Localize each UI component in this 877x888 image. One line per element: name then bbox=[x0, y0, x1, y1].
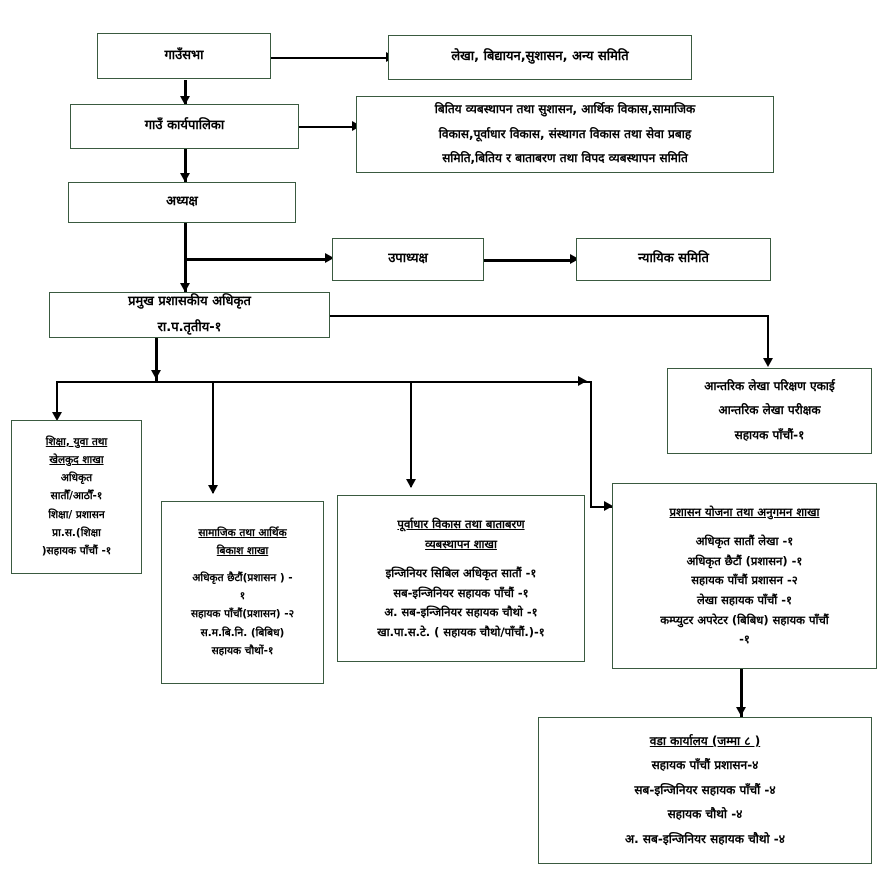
node-internal-audit-line-2: सहायक पाँचौं-१ bbox=[734, 427, 805, 442]
node-ward-office-line-2: सहायक चौथो -४ bbox=[667, 807, 743, 822]
node-nyayik-samiti-line-0: न्यायिक समिति bbox=[638, 251, 709, 267]
node-cao-line-0: प्रमुख प्रशासकीय अधिकृत bbox=[128, 293, 251, 309]
node-education-branch-heading-0: शिक्षा, युवा तथा bbox=[45, 435, 108, 448]
node-cao[interactable]: प्रमुख प्रशासकीय अधिकृत रा.प.तृतीय-१ bbox=[49, 292, 330, 338]
node-committees-main-line-1: विकास,पूर्वाधार विकास, संस्थागत विकास तथ… bbox=[438, 126, 692, 141]
connector-cao-to-bus bbox=[155, 337, 158, 381]
connector-cao-to-internal-audit bbox=[329, 315, 769, 317]
node-nyayik-samiti[interactable]: न्यायिक समिति bbox=[576, 238, 771, 281]
arrowhead-bus-to-education bbox=[52, 412, 62, 421]
node-infrastructure-branch-heading-0: पूर्वाधार विकास तथा बाताबरण bbox=[397, 517, 525, 532]
node-infrastructure-branch-line-3: खा.पा.स.टे. ( सहायक चौथो/पाँचौं.)-१ bbox=[377, 625, 545, 640]
node-adhyaksha[interactable]: अध्यक्ष bbox=[68, 182, 296, 223]
connector-bus-to-admin bbox=[590, 506, 612, 508]
node-cao-line-1: रा.प.तृतीय-१ bbox=[157, 319, 222, 335]
node-education-branch-line-4: )सहायक पाँचौं -१ bbox=[41, 545, 112, 558]
node-committees-top-line-0: लेखा, बिद्यायन,सुशासन, अन्य समिति bbox=[451, 49, 629, 65]
node-social-economic-branch-line-4: सहायक चौथों-१ bbox=[211, 644, 274, 657]
arrowhead-admin-to-ward bbox=[736, 707, 746, 716]
connector-gaunsabha-to-committees bbox=[270, 57, 388, 59]
arrowhead-cao-to-bus bbox=[151, 370, 161, 379]
arrowhead-karyapalika-to-adhyaksha bbox=[180, 173, 190, 182]
node-karyapalika[interactable]: गाउँ कार्यपालिका bbox=[70, 104, 299, 149]
arrowhead-bus-to-admin bbox=[604, 501, 613, 511]
node-ward-office-heading-0: वडा कार्यालय (जम्मा ८ ) bbox=[649, 734, 761, 749]
node-education-branch-heading-1: खेलकुद शाखा bbox=[49, 453, 104, 466]
connector-karyapalika-to-committees-main bbox=[299, 126, 356, 128]
node-upadhyaksha-line-0: उपाध्यक्ष bbox=[388, 251, 428, 267]
node-admin-planning-branch-line-3: लेखा सहायक पाँचौं -१ bbox=[696, 593, 793, 608]
node-infrastructure-branch[interactable]: पूर्वाधार विकास तथा बाताबरण व्यबस्थापन श… bbox=[337, 495, 585, 662]
node-education-branch-line-3: प्रा.स.(शिक्षा bbox=[52, 526, 101, 539]
node-social-economic-branch-line-3: स.म.बि.नि. (बिबिध) bbox=[200, 626, 285, 639]
node-social-economic-branch-line-2: सहायक पाँचौं(प्रशासन) -२ bbox=[190, 608, 295, 621]
node-admin-planning-branch-line-0: अधिकृत सातौं लेखा -१ bbox=[695, 534, 794, 549]
node-committees-main-line-2: समिति,बितिय र बाताबरण तथा विपद व्यबस्थाप… bbox=[442, 151, 688, 166]
node-admin-planning-branch-line-4: कम्प्युटर अपरेटर (बिबिध) सहायक पाँचौं bbox=[660, 612, 829, 627]
arrowhead-bus-right-end bbox=[578, 376, 587, 386]
node-admin-planning-branch[interactable]: प्रशासन योजना तथा अनुगमन शाखा अधिकृत सात… bbox=[612, 483, 877, 669]
node-ward-office-line-3: अ. सब-इन्जिनियर सहायक चौथो -४ bbox=[625, 831, 785, 846]
connector-adhyaksha-to-cao bbox=[184, 222, 187, 292]
node-infrastructure-branch-heading-1: व्यबस्थापन शाखा bbox=[425, 536, 497, 551]
node-infrastructure-branch-line-0: इन्जिनियर सिबिल अधिकृत सातौं -१ bbox=[385, 566, 537, 581]
node-social-economic-branch-line-0: अधिकृत छैटौं(प्रशासन ) - bbox=[192, 571, 293, 584]
arrowhead-adhyaksha-to-upadhyaksha bbox=[325, 253, 334, 263]
node-gaunsabha[interactable]: गाउँसभा bbox=[97, 33, 271, 79]
node-upadhyaksha[interactable]: उपाध्यक्ष bbox=[332, 238, 484, 281]
node-education-branch-line-0: अधिकृत bbox=[60, 472, 93, 485]
connector-bus-to-education bbox=[56, 381, 58, 419]
node-committees-main-line-0: बितिय व्यबस्थापन तथा सुशासन, आर्थिक विका… bbox=[434, 102, 696, 117]
connector-karyapalika-to-adhyaksha bbox=[184, 148, 187, 182]
arrowhead-cao-to-internal-audit bbox=[763, 358, 773, 367]
connector-bus-to-social bbox=[212, 381, 214, 493]
node-admin-planning-branch-line-2: सहायक पाँचौं प्रशासन -२ bbox=[691, 573, 798, 588]
node-karyapalika-line-0: गाउँ कार्यपालिका bbox=[144, 118, 225, 134]
node-infrastructure-branch-line-1: सब-इन्जिनियर सहायक पाँचौं -१ bbox=[393, 585, 529, 600]
node-ward-office[interactable]: वडा कार्यालय (जम्मा ८ ) सहायक पाँचौं प्र… bbox=[538, 717, 872, 864]
node-committees-main[interactable]: बितिय व्यबस्थापन तथा सुशासन, आर्थिक विका… bbox=[356, 96, 774, 173]
node-committees-top[interactable]: लेखा, बिद्यायन,सुशासन, अन्य समिति bbox=[388, 35, 692, 80]
node-ward-office-line-0: सहायक पाँचौं प्रशासन-४ bbox=[651, 758, 759, 773]
node-ward-office-line-1: सब-इन्जिनियर सहायक पाँचौं -४ bbox=[634, 782, 776, 797]
connector-cao-to-internal-audit-drop bbox=[767, 315, 769, 365]
connector-admin-to-ward bbox=[740, 668, 743, 718]
connector-upadhyaksha-to-nyayik bbox=[484, 259, 574, 262]
connector-gaunsabha-to-karyapalika bbox=[184, 80, 187, 104]
node-admin-planning-branch-line-1: अधिकृत छैटौं (प्रशासन) -१ bbox=[686, 553, 803, 568]
node-admin-planning-branch-heading-0: प्रशासन योजना तथा अनुगमन शाखा bbox=[669, 504, 820, 519]
node-social-economic-branch[interactable]: सामाजिक तथा आर्थिक बिकाश शाखा अधिकृत छैट… bbox=[161, 501, 324, 684]
node-social-economic-branch-heading-1: बिकाश शाखा bbox=[216, 545, 269, 558]
arrowhead-bus-to-infrastructure bbox=[406, 479, 416, 488]
arrowhead-upadhyaksha-to-nyayik bbox=[570, 254, 579, 264]
node-education-branch-line-1: सातौँ/आठौँ-१ bbox=[50, 490, 103, 503]
node-internal-audit[interactable]: आन्तरिक लेखा परिक्षण एकाई आन्तरिक लेखा प… bbox=[667, 368, 872, 454]
node-internal-audit-line-1: आन्तरिक लेखा परीक्षक bbox=[718, 403, 821, 418]
node-gaunsabha-line-0: गाउँसभा bbox=[164, 47, 204, 63]
connector-bus-to-infrastructure bbox=[410, 381, 412, 487]
connector-branch-bus bbox=[56, 381, 592, 383]
node-education-branch-line-2: शिक्षा/ प्रशासन bbox=[48, 508, 105, 521]
node-internal-audit-line-0: आन्तरिक लेखा परिक्षण एकाई bbox=[704, 378, 835, 393]
node-education-branch[interactable]: शिक्षा, युवा तथा खेलकुद शाखा अधिकृत सातौ… bbox=[11, 420, 142, 574]
node-adhyaksha-line-0: अध्यक्ष bbox=[166, 194, 198, 210]
connector-adhyaksha-to-upadhyaksha bbox=[185, 258, 329, 261]
node-social-economic-branch-line-1: १ bbox=[239, 590, 246, 603]
arrowhead-adhyaksha-to-cao bbox=[180, 283, 190, 292]
node-social-economic-branch-heading-0: सामाजिक तथा आर्थिक bbox=[198, 526, 287, 539]
node-admin-planning-branch-line-5: -१ bbox=[739, 632, 750, 647]
arrowhead-gaunsabha-to-karyapalika bbox=[180, 96, 190, 105]
connector-bus-to-admin-drop bbox=[590, 381, 592, 507]
node-infrastructure-branch-line-2: अ. सब-इन्जिनियर सहायक चौथो -१ bbox=[384, 605, 538, 620]
arrowhead-bus-to-social bbox=[208, 485, 218, 494]
